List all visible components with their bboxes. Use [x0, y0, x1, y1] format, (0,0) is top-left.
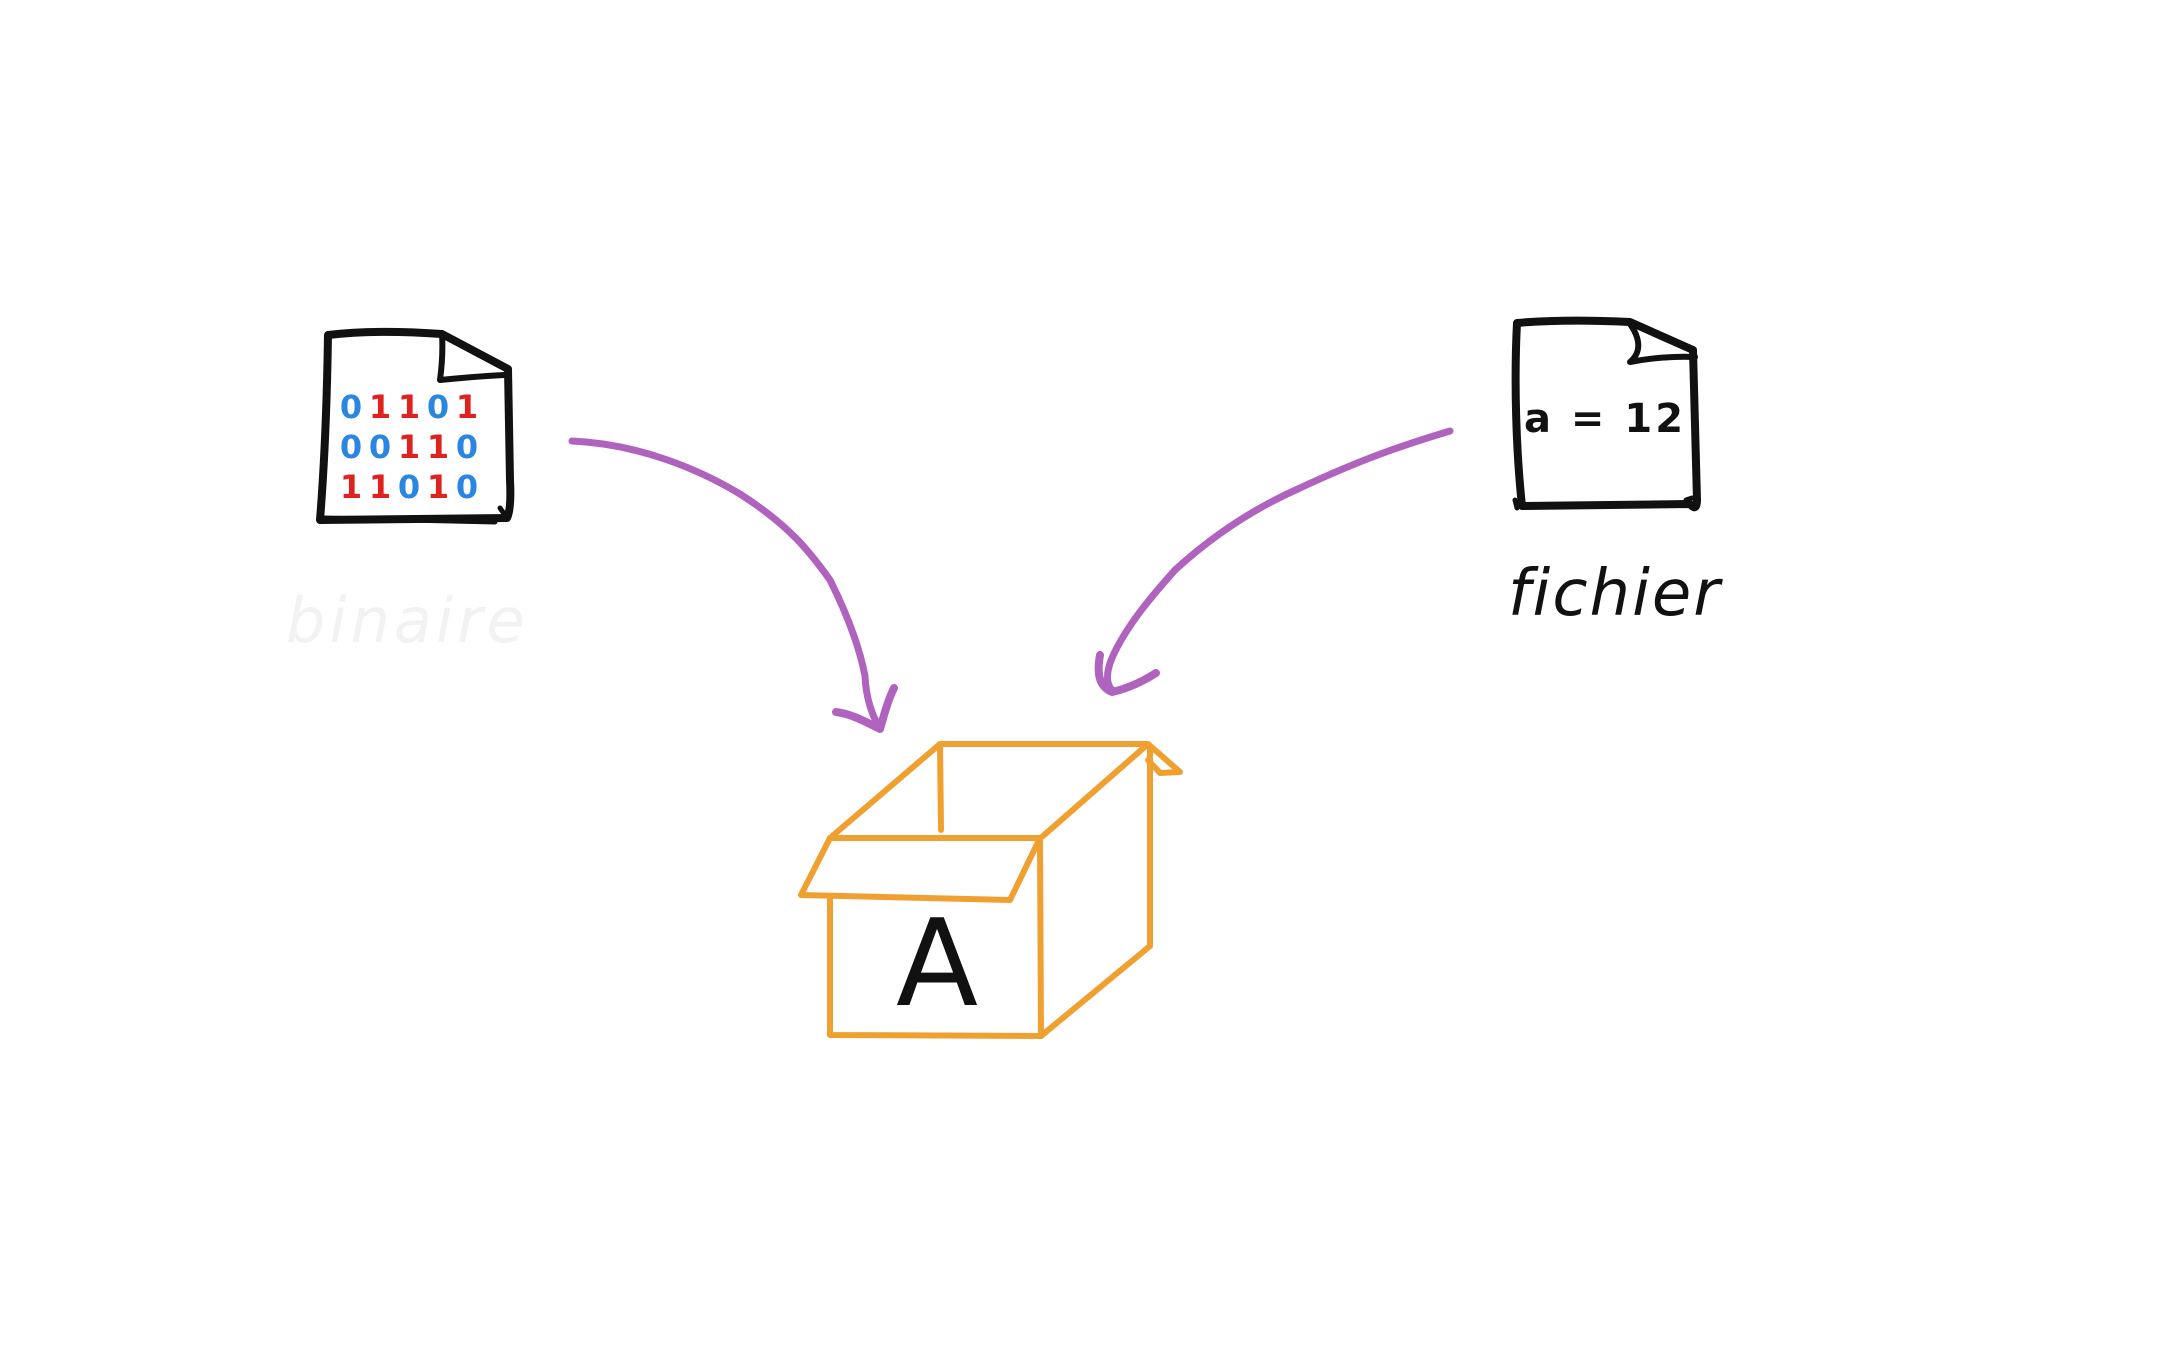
- binary-digit: 1: [456, 388, 478, 426]
- binary-digit: 1: [369, 468, 391, 506]
- binary-digit: 1: [427, 428, 449, 466]
- arrow-file-to-box: [1094, 427, 1454, 696]
- binary-digit: 1: [340, 468, 362, 506]
- binary-digit: 1: [427, 468, 449, 506]
- binary-digit: 1: [369, 388, 391, 426]
- binary-digit: 0: [398, 468, 420, 506]
- open-box-icon: A: [798, 741, 1183, 1039]
- binary-digit: 0: [456, 428, 478, 466]
- arrow-binary-to-box: [568, 437, 898, 733]
- binary-file-label: binaire: [286, 584, 529, 657]
- binary-digit: 0: [427, 388, 449, 426]
- box-letter: A: [896, 895, 978, 1034]
- binary-digit: 0: [340, 428, 362, 466]
- binary-digit: 1: [398, 388, 420, 426]
- file-content-text: a = 12: [1524, 396, 1686, 442]
- text-document-icon: a = 12: [1511, 316, 1701, 512]
- binary-digit: 0: [369, 428, 391, 466]
- binary-digit: 0: [456, 468, 478, 506]
- text-file-label: fichier: [1508, 557, 1723, 631]
- binary-digit: 0: [340, 388, 362, 426]
- binary-digit: 1: [398, 428, 420, 466]
